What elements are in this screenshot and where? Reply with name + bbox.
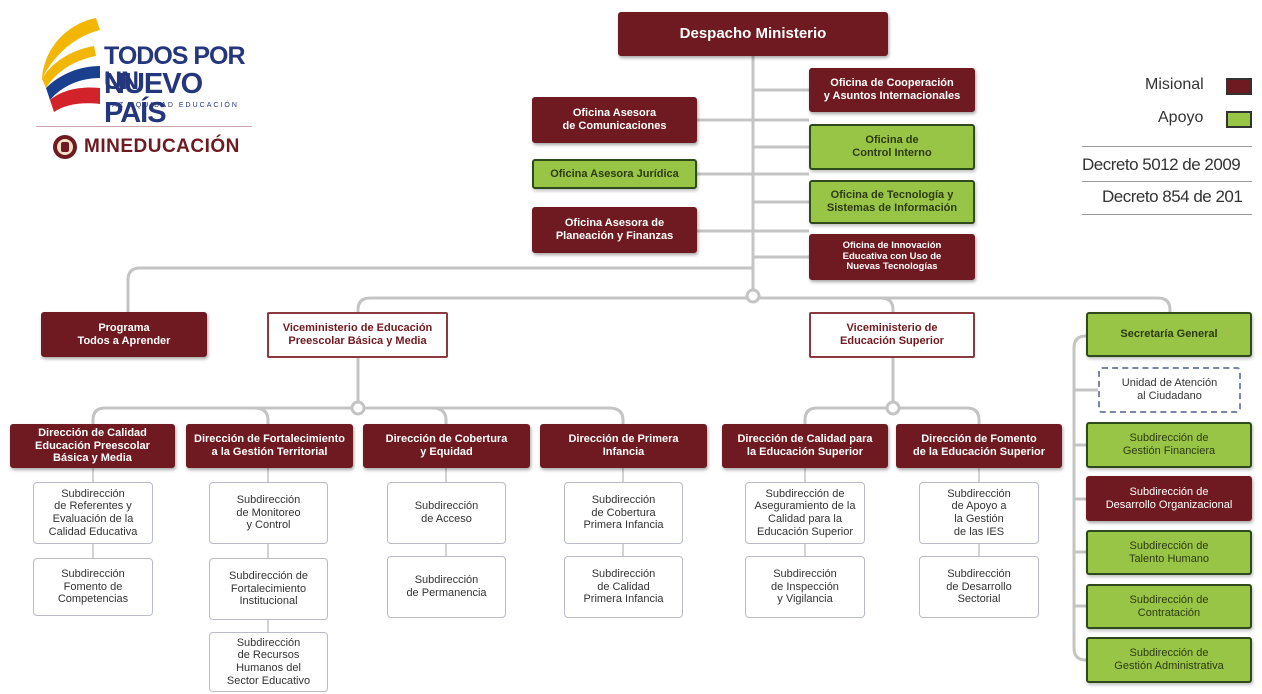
logo-line2: NUEVO PAÍS	[104, 68, 203, 129]
coat-of-arms-icon	[53, 135, 77, 159]
legend-apoyo-swatch	[1226, 111, 1252, 128]
logo-ministry: MINEDUCACIÓN	[84, 136, 240, 157]
decree-2: Decreto 854 de 201	[1102, 187, 1243, 206]
gov-logo: TODOS POR UN NUEVO PAÍS PAZ EQUIDAD EDUC…	[36, 14, 256, 164]
logo-line1: TODOS POR UN	[104, 42, 246, 95]
legend-apoyo-label: Apoyo	[1158, 109, 1204, 126]
oficina-juridica[interactable]: Oficina Asesora Jurídica	[532, 159, 697, 189]
colombia-swoosh-icon	[42, 18, 100, 112]
legend-misional-label: Misional	[1145, 76, 1204, 93]
despacho-ministerio[interactable]: Despacho Ministerio	[618, 12, 888, 56]
logo-tagline: PAZ EQUIDAD EDUCACIÓN	[106, 102, 239, 109]
decree-1: Decreto 5012 de 2009	[1082, 155, 1241, 174]
secretaria-general[interactable]: Secretaría General	[1086, 312, 1252, 357]
legend-misional-swatch	[1226, 78, 1252, 95]
